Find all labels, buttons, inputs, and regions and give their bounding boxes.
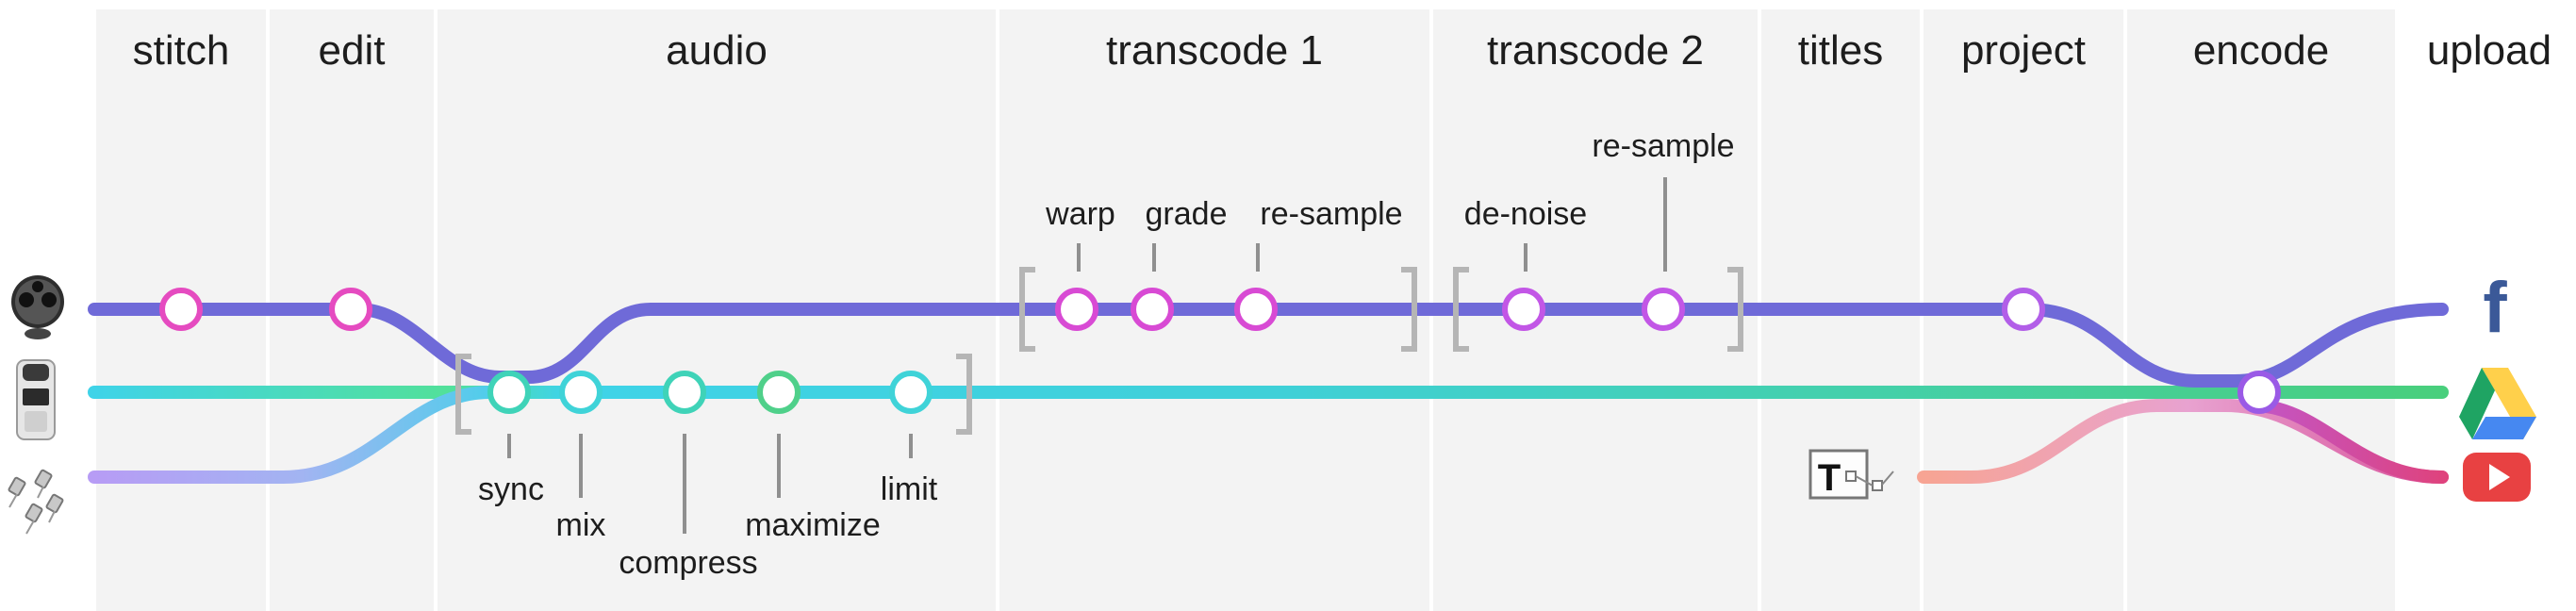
encode-node [2237,371,2281,414]
denoise-node [1502,288,1545,331]
audio-bracket-right [956,354,972,435]
grade-node [1131,288,1174,331]
header-transcode2: transcode 2 [1487,27,1704,74]
step-label-grade: grade [1146,196,1228,232]
step-label-warp: warp [1045,196,1115,232]
resample1-node [1234,288,1278,331]
audio-nodes [487,371,933,414]
compress-node [663,371,706,414]
audio-recorder-icon [16,359,56,440]
transcode2-bracket-right [1727,267,1743,352]
edit-node [329,288,372,331]
step-label-compress: compress [619,545,757,581]
header-project: project [1961,27,2086,74]
lavalier-microphones-icon [8,469,64,535]
step-label-denoise: de-noise [1464,196,1587,232]
header-titles: titles [1798,27,1883,74]
column-encode [2127,9,2395,611]
mix-node [559,371,603,414]
youtube-icon [2463,453,2531,502]
video-nodes [159,288,2281,414]
step-label-mix: mix [556,507,606,543]
header-transcode1: transcode 1 [1106,27,1323,74]
stage-headers: stitch edit audio transcode 1 transcode … [133,27,2551,74]
stage-brackets [455,267,1743,435]
maximize-node [757,371,801,414]
audio-bracket-left [455,354,471,435]
360-camera-icon [11,275,64,339]
limit-node [889,371,933,414]
step-label-limit: limit [881,471,938,507]
transcode1-bracket-left [1019,267,1035,352]
facebook-letter: f [2483,268,2507,348]
step-label-maximize: maximize [745,507,881,543]
title-icon-letter: T [1818,457,1841,499]
sync-node [487,371,531,414]
text-title-icon: T [1808,449,1894,500]
warp-node [1055,288,1098,331]
resample2-node [1642,288,1685,331]
header-edit: edit [319,27,386,74]
youtube-flow-line [2247,399,2449,484]
step-label-sync: sync [478,471,544,507]
project-node [2002,288,2045,331]
transcode1-bracket-right [1401,267,1417,352]
header-encode: encode [2193,27,2329,74]
stitch-node [159,288,203,331]
transcode2-bracket-left [1453,267,1469,352]
transcode-step-labels: warp grade re-sample de-noise re-sample [1045,128,1734,232]
leader-lines [507,177,1667,534]
step-label-resample1: re-sample [1260,196,1402,232]
audio-step-labels: sync mix compress maximize limit [478,471,938,581]
step-label-resample2: re-sample [1592,128,1734,164]
facebook-icon: f [2483,268,2507,348]
header-audio: audio [666,27,768,74]
google-drive-icon [2459,368,2536,439]
header-stitch: stitch [133,27,230,74]
header-upload: upload [2427,27,2551,74]
